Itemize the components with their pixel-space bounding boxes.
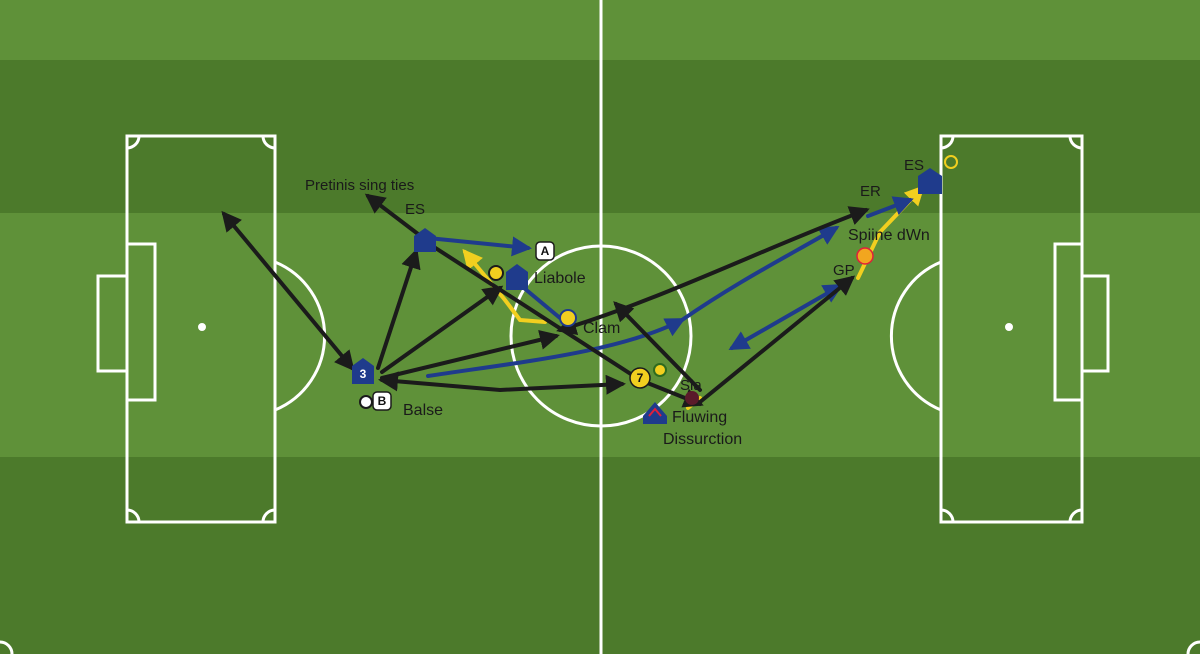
black-pass-up [376, 248, 421, 370]
right-penalty-arc [889, 260, 942, 412]
player-markers: 3 7 A [352, 155, 958, 424]
left-penalty-spot [198, 323, 206, 331]
balse-label: Balse [403, 402, 443, 419]
player-marker-3: 3 [352, 358, 374, 384]
es-left-label: ES [405, 201, 425, 218]
black-pass-diag2 [380, 330, 560, 380]
player-marker-top [414, 228, 436, 252]
player-marker-flowing [643, 402, 667, 424]
passing-title-label: Pretinis sing ties [305, 177, 414, 194]
blue-pass-es-right [866, 196, 914, 218]
gp-marker [856, 247, 874, 265]
svg-text:A: A [541, 244, 550, 258]
black-pass-return [613, 301, 702, 392]
player-marker-liabole [506, 264, 528, 290]
blue-pass-top [426, 236, 532, 257]
svg-text:3: 3 [360, 367, 367, 381]
yellow-circle-marker-claim [559, 309, 577, 327]
liabole-label: Liabole [534, 270, 586, 287]
left-corner-arc-bottom [126, 508, 141, 523]
dissurection-label: Dissurction [663, 431, 742, 448]
black-pass-diag1 [380, 285, 504, 374]
right-goal-area [1080, 274, 1110, 373]
player-marker-es-right [918, 168, 942, 194]
left-goal-area [96, 274, 129, 373]
right-penalty-spot [1005, 323, 1013, 331]
annotations: Pretinis sing ties ES Liabole Clam Balse… [305, 157, 930, 448]
black-pass-to-box [221, 210, 355, 372]
yellow-circle-marker-liabole [488, 265, 504, 281]
left-corner-arc-top [126, 135, 141, 150]
svg-text:7: 7 [637, 371, 644, 385]
bottom-left-corner-arc [0, 640, 14, 654]
spine-down-label: Spiine dWn [848, 227, 930, 244]
yellow-run-left [462, 248, 547, 324]
black-pass-flat [378, 371, 626, 395]
black-pass-top-left [364, 193, 420, 236]
small-green-ring-right [653, 155, 958, 377]
claim-label: Clam [583, 320, 620, 337]
a-marker: A [535, 241, 555, 261]
flowing-label: Fluwing [672, 409, 727, 426]
black-pass-to-er [556, 206, 870, 335]
gp-label: GP [833, 262, 855, 279]
black-pass-to-gp [698, 275, 856, 404]
seven-marker: 7 [629, 367, 651, 389]
black-passes [221, 193, 870, 408]
maroon-marker [685, 391, 699, 405]
b-marker: B [359, 391, 392, 411]
sla-label: Sla [680, 377, 702, 394]
bottom-right-corner-arc [1186, 640, 1200, 654]
svg-text:B: B [378, 394, 387, 408]
er-label: ER [860, 183, 881, 200]
es-right-label: ES [904, 157, 924, 174]
